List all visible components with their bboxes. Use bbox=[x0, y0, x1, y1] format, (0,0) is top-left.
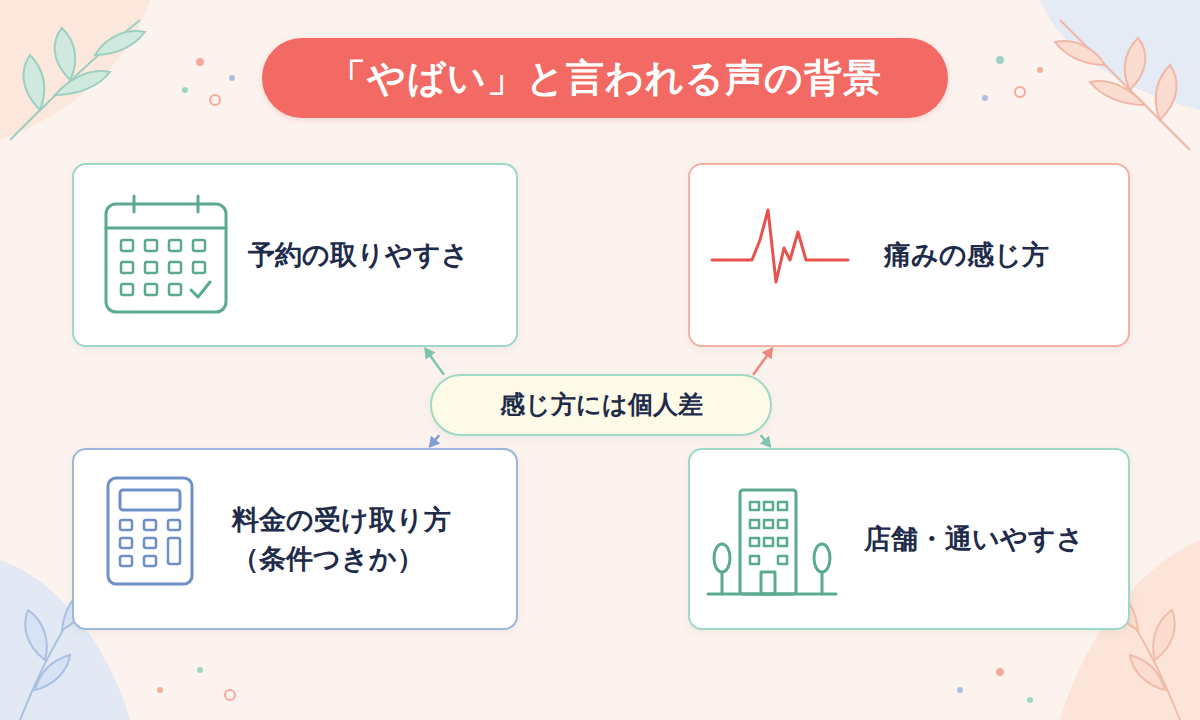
calendar-icon bbox=[106, 196, 226, 312]
category-box: 料金の受け取り方 （条件つきか） bbox=[72, 448, 518, 630]
arrow-head bbox=[760, 436, 772, 448]
center-label: 感じ方には個人差 bbox=[500, 387, 703, 423]
calculator-icon bbox=[108, 478, 192, 584]
leaf-branch bbox=[10, 20, 145, 140]
box-label: 予約の取りやすさ bbox=[248, 235, 469, 274]
connector-arrow bbox=[760, 436, 772, 448]
connector-line bbox=[754, 356, 767, 374]
category-box: 痛みの感じ方 bbox=[688, 163, 1130, 347]
box-label: 店舗・通いやすさ bbox=[864, 519, 1084, 558]
arrow-head bbox=[762, 347, 773, 359]
connector-arrow bbox=[754, 347, 774, 374]
building-icon bbox=[708, 490, 836, 594]
category-box: 予約の取りやすさ bbox=[72, 163, 518, 347]
diagram-title: 「やばい」と言われる声の背景 bbox=[328, 53, 882, 104]
arrow-head bbox=[424, 347, 435, 359]
heartbeat-icon bbox=[712, 210, 848, 282]
title-pill: 「やばい」と言われる声の背景 bbox=[262, 38, 948, 118]
connector-arrow bbox=[424, 347, 443, 374]
corner-blob bbox=[0, 0, 150, 140]
leaf-branch bbox=[1055, 20, 1190, 150]
connector-line bbox=[761, 436, 764, 440]
box-label: 痛みの感じ方 bbox=[884, 235, 1049, 274]
box-label: 料金の受け取り方 （条件つきか） bbox=[232, 500, 459, 578]
arrow-head bbox=[429, 436, 441, 448]
connector-line bbox=[436, 436, 439, 440]
connector-line bbox=[431, 356, 444, 374]
connector-arrow bbox=[429, 436, 441, 448]
center-pill: 感じ方には個人差 bbox=[430, 374, 772, 436]
category-box: 店舗・通いやすさ bbox=[688, 448, 1130, 630]
